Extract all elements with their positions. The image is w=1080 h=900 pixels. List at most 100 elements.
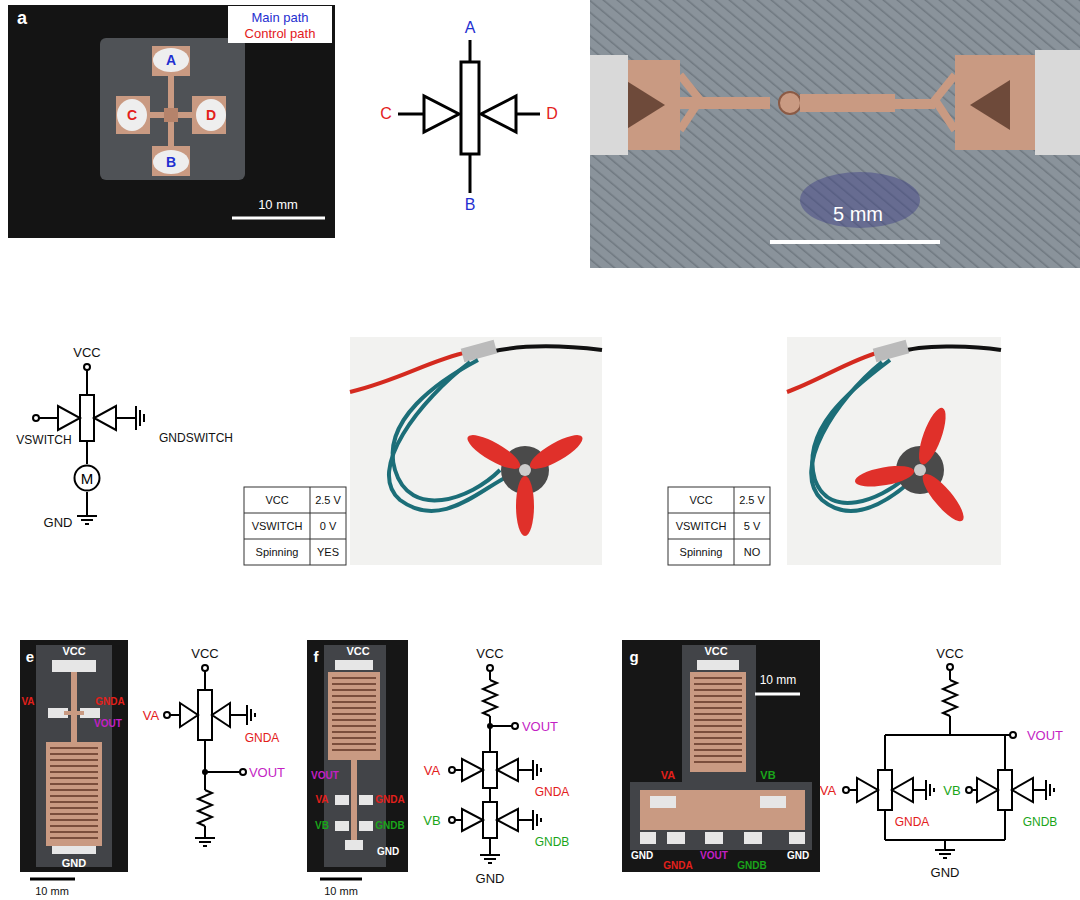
- circuit-schematic-part: [1033, 789, 1046, 791]
- device-photo-part: [71, 672, 77, 742]
- circuit-schematic-part: [512, 723, 518, 729]
- state-table-part: [734, 487, 735, 565]
- circuit-schematic-part: [929, 784, 931, 796]
- signal-label: VA: [143, 709, 159, 722]
- circuit-schematic-part: [198, 690, 212, 740]
- table-cell: YES: [317, 547, 339, 558]
- circuit-schematic-part: [884, 810, 886, 840]
- signal-label: GNDA: [895, 816, 930, 828]
- circuit-schematic-part: [487, 665, 493, 671]
- state-table-part: [244, 539, 346, 540]
- circuit-schematic-part: [195, 837, 215, 839]
- circuit-schematic-part: [449, 817, 455, 823]
- circuit-schematic-part: [204, 671, 206, 690]
- circuit-schematic-part: [878, 770, 892, 810]
- terminal-label: VA: [315, 795, 328, 805]
- table-cell: 5 V: [744, 521, 761, 532]
- circuit-schematic-part: [849, 789, 857, 791]
- terminal-label: A: [166, 53, 176, 67]
- path-legend: Main path: [251, 11, 308, 24]
- terminal-label: GNDA: [95, 697, 124, 707]
- circuit-schematic-part: [164, 712, 170, 718]
- table-cell: 2.5 V: [739, 495, 765, 506]
- circuit-schematic-part: [536, 814, 538, 826]
- device-photo-part: [650, 796, 676, 808]
- motor-circle: [75, 466, 100, 491]
- signal-label: VA: [424, 764, 440, 777]
- device-photo-part: [328, 672, 380, 760]
- device-photo-part: [324, 645, 386, 867]
- micrograph: [590, 0, 1080, 268]
- device-photo-part: [345, 840, 363, 850]
- circuit-schematic-part: [944, 840, 946, 850]
- device-photo-part: [116, 96, 150, 134]
- state-table-part: [310, 487, 311, 565]
- device-photo-part: [46, 742, 102, 846]
- signal-label: VB: [943, 784, 960, 797]
- signal-label: VB: [423, 814, 440, 827]
- circuit-schematic-part: [212, 703, 230, 727]
- micrograph-part: [779, 92, 801, 114]
- circuit-schematic-part: [489, 716, 491, 752]
- terminal-label: GND: [787, 851, 809, 861]
- path-legend: Control path: [245, 27, 316, 40]
- circuit-schematic-part: [857, 778, 878, 802]
- circuit-schematic-part: [977, 778, 998, 802]
- terminal-label: C: [127, 108, 137, 122]
- terminal-label: GND: [62, 858, 86, 869]
- motor-photo-part: [350, 352, 468, 392]
- switch-symbol-part: [516, 113, 540, 116]
- circuit-schematic-part: [939, 853, 951, 855]
- micrograph-part: [970, 80, 1010, 130]
- motor-photo-part: [873, 340, 909, 362]
- micrograph-part: [895, 99, 935, 109]
- switch-symbol: [398, 40, 540, 193]
- circuit-schematic-part: [202, 665, 208, 671]
- signal-label: GND: [44, 516, 73, 529]
- signal-label: VSWITCH: [16, 434, 71, 446]
- circuit-schematic-part: [540, 768, 542, 772]
- circuit-schematic-part: [449, 767, 455, 773]
- micrograph-part: [680, 97, 770, 109]
- circuit-schematic-part: [484, 858, 496, 860]
- circuit-schematic-part: [230, 714, 247, 716]
- device-photo-part: [694, 678, 742, 762]
- device-photo-part: [100, 38, 245, 180]
- circuit-schematic-part: [1010, 732, 1016, 738]
- state-table-part: [668, 539, 770, 540]
- circuit-schematic-part: [1049, 784, 1051, 796]
- device-photo-part: [630, 645, 812, 850]
- circuit-schematic-part: [483, 680, 497, 716]
- device-photo: [20, 640, 128, 879]
- circuit-schematic-part: [935, 849, 955, 851]
- circuit-schematic-part: [462, 759, 483, 781]
- circuit-schematic: [843, 664, 1054, 858]
- motor-circuit-part: [84, 364, 90, 370]
- device-photo-part: [760, 796, 786, 808]
- micrograph-part: [770, 240, 940, 244]
- device-photo-part: [705, 832, 723, 844]
- terminal-label: GND: [377, 847, 399, 857]
- circuit-schematic-part: [966, 787, 972, 793]
- circuit-schematic-part: [480, 854, 500, 856]
- panel-letter: a: [17, 9, 27, 27]
- device-photo-part: [667, 832, 685, 844]
- terminal-label: GNDA: [375, 795, 404, 805]
- state-table-part: [244, 513, 346, 514]
- motor-photo-part: [811, 362, 910, 511]
- motor-circuit-part: [139, 410, 141, 426]
- circuit-schematic-part: [540, 818, 542, 822]
- table-cell: 0 V: [320, 521, 337, 532]
- circuit-schematic-part: [204, 740, 206, 790]
- table-cell: VSWITCH: [676, 521, 727, 532]
- device-photo: [8, 5, 335, 238]
- circuit-schematic-part: [250, 709, 252, 721]
- signal-label: VCC: [191, 647, 218, 660]
- panel-letter: f: [314, 649, 319, 664]
- switch-symbol-part: [398, 113, 424, 116]
- motor-photo: [787, 337, 1001, 565]
- device-photo-part: [789, 832, 805, 844]
- micrograph-part: [935, 75, 955, 130]
- motor-photo-part-part: [519, 464, 531, 476]
